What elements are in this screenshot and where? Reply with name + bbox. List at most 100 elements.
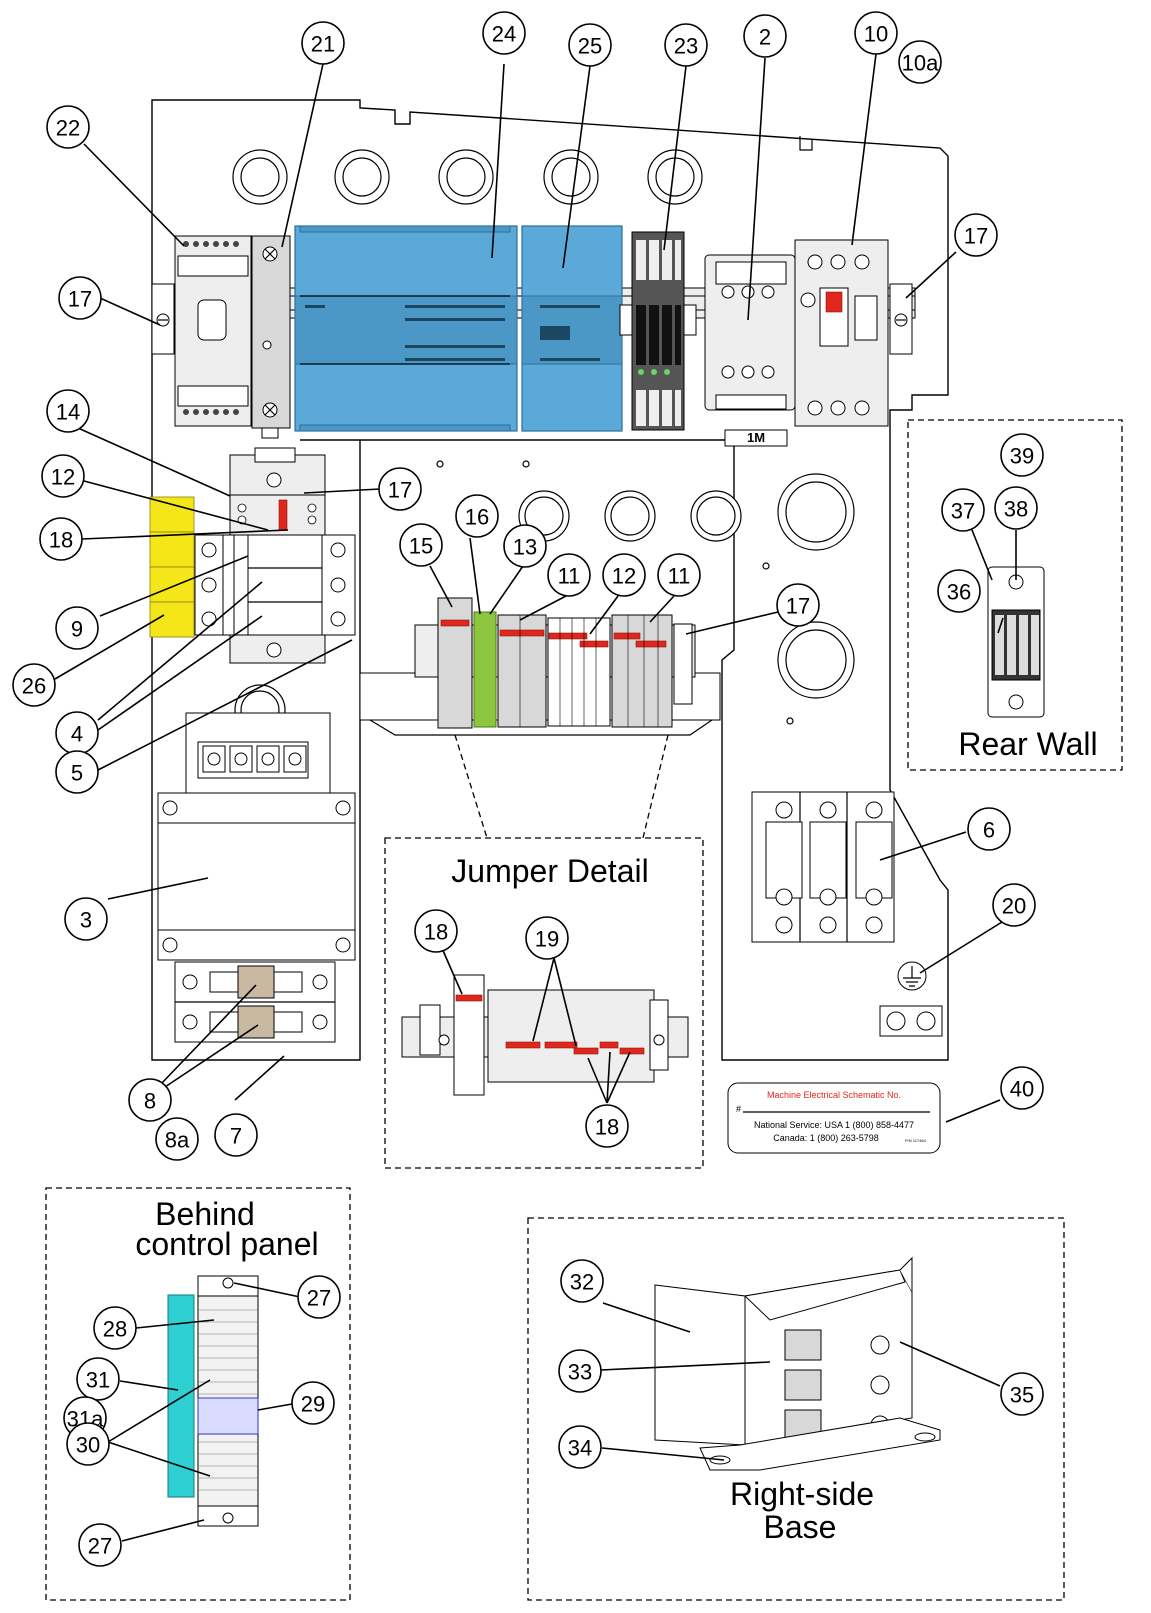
callouts: 21 24 25 23 2 10 10a 22 17 17 14 12 17 1… <box>12 11 1044 1567</box>
svg-text:37: 37 <box>951 499 975 524</box>
control-transformer <box>157 712 356 961</box>
svg-text:27: 27 <box>88 1534 112 1559</box>
svg-text:38: 38 <box>1004 497 1028 522</box>
svg-text:33: 33 <box>568 1360 592 1385</box>
schematic-nameplate: Machine Electrical Schematic No. # Natio… <box>727 1082 941 1154</box>
callout-11-right: 11 <box>657 553 701 597</box>
callout-27-top: 27 <box>297 1275 341 1319</box>
svg-text:15: 15 <box>409 534 433 559</box>
fuse-holders <box>194 447 356 664</box>
callout-36: 36 <box>937 569 981 613</box>
callout-34: 34 <box>558 1425 602 1469</box>
behind-terminal-strip <box>167 1275 259 1527</box>
disconnect-block <box>751 791 895 943</box>
svg-text:31: 31 <box>86 1368 110 1393</box>
svg-text:11: 11 <box>558 564 581 589</box>
plc-main <box>294 225 518 432</box>
svg-text:10a: 10a <box>902 51 939 76</box>
callout-16: 16 <box>455 494 499 538</box>
callout-4: 4 <box>55 711 99 755</box>
svg-text:9: 9 <box>71 617 83 642</box>
svg-text:17: 17 <box>964 224 988 249</box>
svg-text:18: 18 <box>595 1115 619 1140</box>
svg-text:28: 28 <box>103 1317 127 1342</box>
leader-lines <box>54 53 1017 1542</box>
callout-19: 19 <box>525 916 569 960</box>
yellow-warning-labels <box>149 496 195 638</box>
behind-title-line2: control panel <box>135 1226 318 1262</box>
svg-text:4: 4 <box>71 722 83 747</box>
nameplate-canada: Canada: 1 (800) 263-5798 <box>773 1133 879 1143</box>
right-side-box <box>527 1217 1065 1601</box>
callout-31: 31 <box>76 1357 120 1401</box>
knockout-holes-top <box>232 149 703 205</box>
svg-text:17: 17 <box>388 478 412 503</box>
jumper-detail-box <box>384 837 704 1169</box>
callout-37: 37 <box>941 488 985 532</box>
svg-text:8a: 8a <box>165 1128 190 1153</box>
svg-text:40: 40 <box>1010 1077 1034 1102</box>
callout-40: 40 <box>1000 1066 1044 1110</box>
callout-23: 23 <box>664 23 708 67</box>
nameplate-number-prefix: # <box>736 1104 741 1114</box>
svg-text:16: 16 <box>465 505 489 530</box>
callout-8a: 8a <box>155 1117 199 1161</box>
svg-text:24: 24 <box>492 22 516 47</box>
svg-text:39: 39 <box>1010 444 1034 469</box>
relay-terminals <box>619 231 697 431</box>
svg-text:2: 2 <box>759 25 771 50</box>
behind-title-line1: Behind <box>155 1196 255 1232</box>
callout-18-detail-top: 18 <box>414 909 458 953</box>
right-side-terminal-base <box>654 1256 941 1471</box>
svg-text:5: 5 <box>71 761 83 786</box>
callout-12-middle: 12 <box>602 553 646 597</box>
svg-text:26: 26 <box>22 674 46 699</box>
knockout-holes-middle <box>234 460 855 736</box>
end-stop-left <box>151 283 175 355</box>
callout-26: 26 <box>12 663 56 707</box>
contactor-tag <box>724 429 788 447</box>
svg-text:25: 25 <box>578 34 602 59</box>
svg-text:13: 13 <box>513 535 537 560</box>
svg-text:19: 19 <box>535 927 559 952</box>
terminal-strip <box>359 597 721 736</box>
svg-text:18: 18 <box>424 920 448 945</box>
svg-text:27: 27 <box>307 1286 331 1311</box>
right-side-title-line2: Base <box>764 1509 837 1545</box>
nameplate-title: Machine Electrical Schematic No. <box>767 1090 901 1100</box>
svg-text:32: 32 <box>570 1270 594 1295</box>
svg-text:17: 17 <box>68 287 92 312</box>
contactor-tag-label: 1M <box>747 430 765 445</box>
svg-text:21: 21 <box>311 32 335 57</box>
svg-text:12: 12 <box>51 465 75 490</box>
callout-29: 29 <box>291 1381 335 1425</box>
callout-33: 33 <box>558 1349 602 1393</box>
svg-text:3: 3 <box>80 908 92 933</box>
callout-8: 8 <box>128 1078 172 1122</box>
svg-text:8: 8 <box>144 1089 156 1114</box>
svg-text:10: 10 <box>864 22 888 47</box>
nameplate-usa: National Service: USA 1 (800) 858-4477 <box>754 1120 914 1130</box>
callout-27-bottom: 27 <box>78 1523 122 1567</box>
callout-30: 30 <box>66 1422 110 1466</box>
jumper-detail-title: Jumper Detail <box>451 853 648 889</box>
rear-wall-terminal <box>987 566 1045 718</box>
svg-text:36: 36 <box>947 580 971 605</box>
din-module-21 <box>251 235 291 439</box>
svg-text:23: 23 <box>674 34 698 59</box>
callout-14: 14 <box>46 389 90 433</box>
callout-20: 20 <box>992 883 1036 927</box>
svg-text:29: 29 <box>301 1392 325 1417</box>
right-side-title-line1: Right-side <box>730 1476 874 1512</box>
rear-wall-box <box>907 419 1123 771</box>
callout-17-strip: 17 <box>776 583 820 627</box>
callout-22: 22 <box>46 105 90 149</box>
end-stop-right <box>889 283 913 355</box>
callout-7: 7 <box>214 1113 258 1157</box>
callout-32: 32 <box>560 1259 604 1303</box>
callout-6: 6 <box>967 807 1011 851</box>
callout-18-detail-bottom: 18 <box>585 1104 629 1148</box>
nameplate-part-number: P/N 117464 <box>905 1138 927 1143</box>
